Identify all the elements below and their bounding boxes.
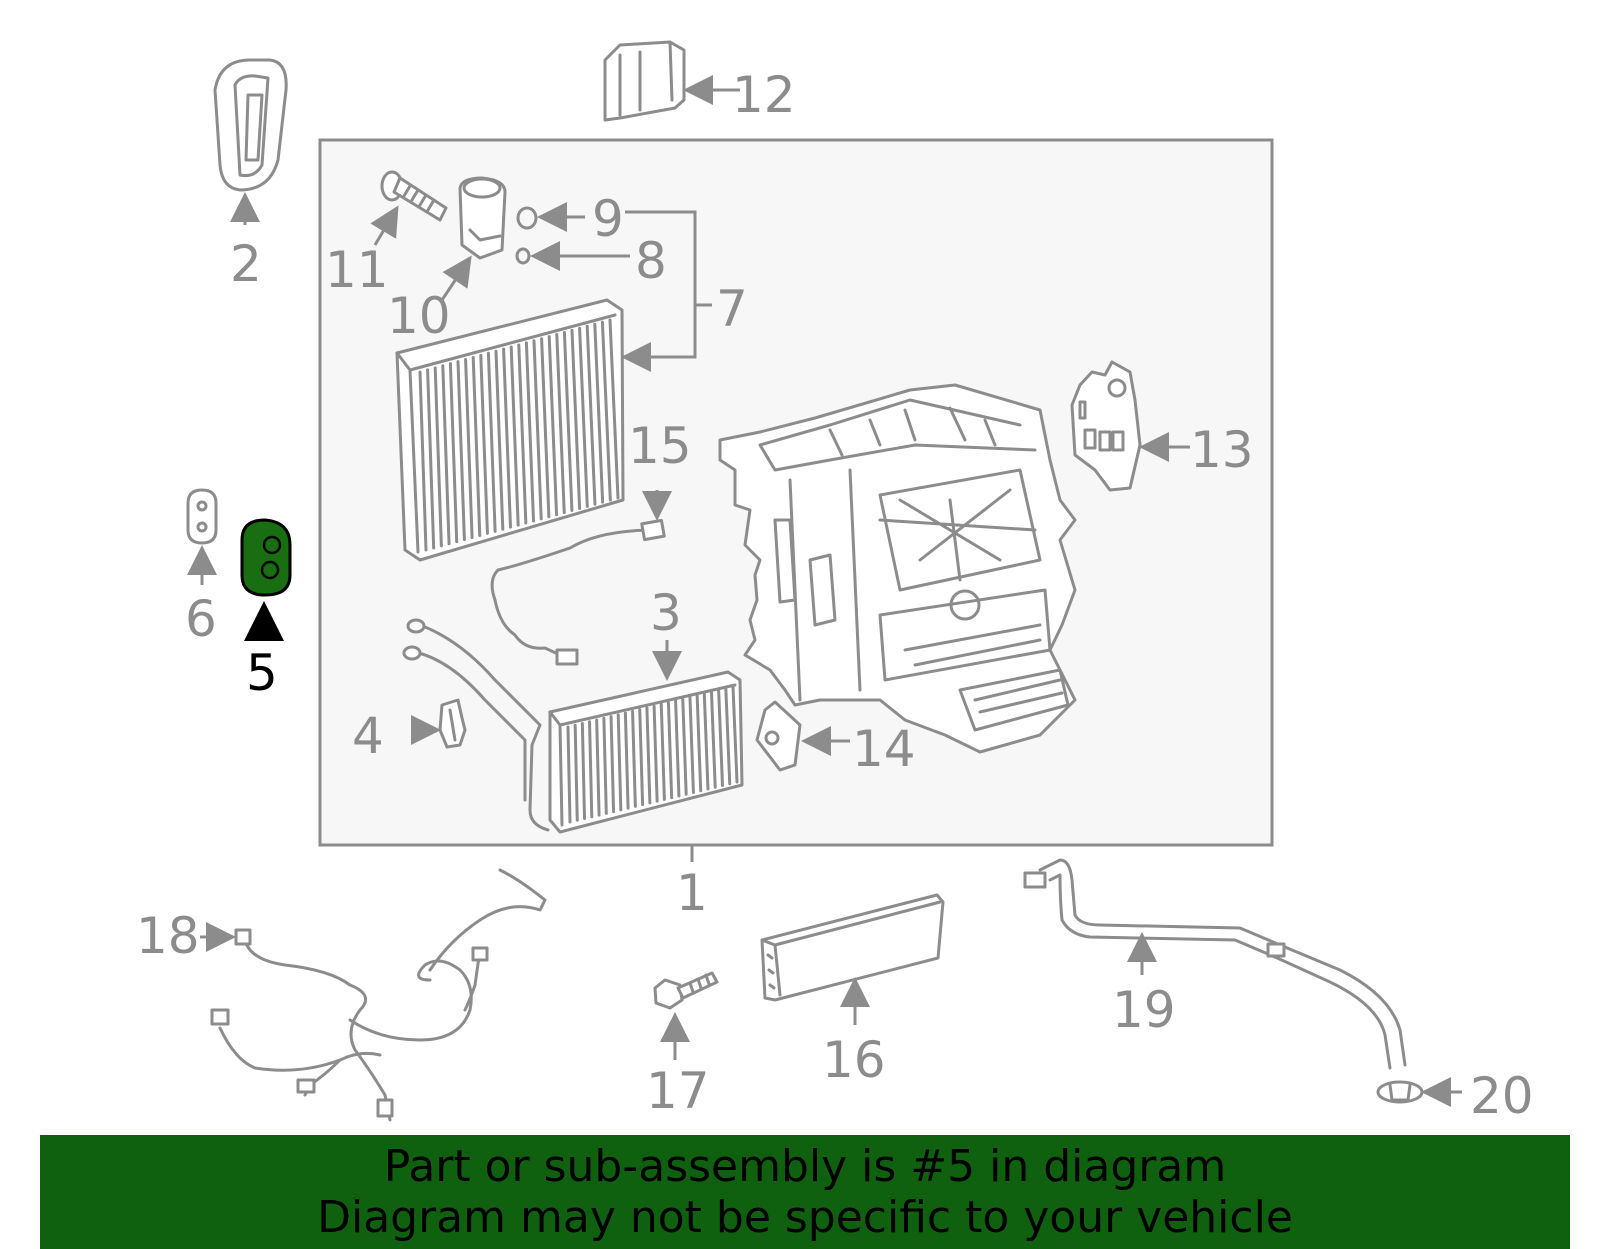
callout-7: 7 <box>716 280 748 338</box>
evaporator-fin <box>547 335 559 517</box>
callout-1: 1 <box>676 864 708 922</box>
seal-5 <box>240 518 292 641</box>
evaporator-fin <box>517 343 528 525</box>
heater-fin <box>609 715 616 814</box>
evaporator-fin <box>600 320 612 502</box>
mount-14 <box>755 700 850 772</box>
evaporator-fin <box>502 347 512 529</box>
bracket-13 <box>1070 360 1190 492</box>
grommet-20 <box>1376 1077 1462 1107</box>
drain-pipe-19 <box>1023 858 1407 1070</box>
evaporator-fin <box>441 364 451 546</box>
heater-fin <box>566 725 572 824</box>
evaporator-fin <box>426 368 436 550</box>
callout-16: 16 <box>822 1031 886 1089</box>
callout-18: 18 <box>136 907 200 965</box>
evaporator-fin <box>562 330 574 512</box>
heater-fin <box>588 720 594 819</box>
evaporator-fin <box>456 360 466 542</box>
heater-fin <box>616 713 623 812</box>
evaporator-fin <box>540 337 551 519</box>
bracket-7 <box>621 210 712 372</box>
heater-fin <box>702 692 710 791</box>
evaporator-fin <box>555 333 566 515</box>
evaporator-fin <box>448 362 459 544</box>
heater-fin <box>645 706 652 805</box>
callout-13: 13 <box>1190 421 1254 479</box>
heater-fin <box>724 687 732 786</box>
heater-fin <box>602 716 608 815</box>
evaporator-fin <box>532 339 543 521</box>
duct-cover-2 <box>213 58 288 225</box>
heater-fin <box>666 701 674 800</box>
callout-4: 4 <box>352 707 384 765</box>
callout-10: 10 <box>387 287 451 345</box>
evaporator-fin <box>486 351 497 533</box>
heater-fin <box>731 685 739 784</box>
heater-fin <box>674 699 681 798</box>
bolt-17 <box>653 971 719 1060</box>
o-ring-8 <box>515 241 630 271</box>
evaporator-fin <box>593 322 605 504</box>
callout-14: 14 <box>852 720 916 778</box>
heater-fin <box>631 709 637 808</box>
heater-fin <box>573 723 579 822</box>
expansion-valve-10 <box>440 176 507 301</box>
clip-4 <box>411 698 467 749</box>
evaporator-fin <box>471 355 482 537</box>
callout-11: 11 <box>325 241 389 299</box>
callout-9: 9 <box>592 190 624 248</box>
heater-fin <box>688 695 695 794</box>
heater-fin <box>681 697 688 796</box>
heater-fin <box>717 688 724 787</box>
callout-5: 5 <box>246 644 278 702</box>
evaporator-fin <box>578 326 589 508</box>
heater-fin <box>623 711 630 810</box>
banner-line-1: Part or sub-assembly is #5 in diagram <box>383 1141 1227 1192</box>
heater-core-3 <box>402 618 744 834</box>
evaporator-fin <box>608 318 620 500</box>
gasket-6 <box>186 488 218 585</box>
callout-19: 19 <box>1112 981 1176 1039</box>
callout-20: 20 <box>1470 1067 1534 1125</box>
info-banner: Part or sub-assembly is #5 in diagram Di… <box>40 1135 1570 1249</box>
evaporator-fin <box>464 358 474 540</box>
evaporator-fin <box>570 328 582 510</box>
heater-fin <box>652 704 659 803</box>
callout-6: 6 <box>185 590 217 648</box>
evaporator-core-7 <box>395 298 625 562</box>
callout-15: 15 <box>628 417 692 475</box>
callout-3: 3 <box>650 584 682 642</box>
control-module-12 <box>603 40 740 122</box>
heater-fin <box>580 722 587 821</box>
callout-12: 12 <box>732 66 796 124</box>
heater-fin <box>595 718 601 817</box>
heater-fin <box>659 702 666 801</box>
callout-2: 2 <box>230 235 262 293</box>
wire-harness-18 <box>200 868 547 1122</box>
heater-fin <box>695 694 703 793</box>
evaporator-fin <box>494 349 505 531</box>
bolt-11 <box>370 170 448 246</box>
hvac-case <box>718 383 1077 754</box>
sensor-wire-15 <box>490 490 672 666</box>
filter-16 <box>760 893 945 1025</box>
evaporator-fin <box>479 353 489 535</box>
evaporator-fin <box>418 370 428 552</box>
evaporator-fin <box>524 341 536 523</box>
heater-fin <box>638 708 645 807</box>
evaporator-fin <box>585 324 597 506</box>
banner-line-2: Diagram may not be specific to your vehi… <box>317 1192 1293 1243</box>
callout-17: 17 <box>646 1062 710 1120</box>
evaporator-fin <box>433 366 443 548</box>
callout-8: 8 <box>635 232 667 290</box>
heater-fin <box>709 690 717 789</box>
evaporator-fin <box>509 345 520 527</box>
o-ring-9 <box>516 202 585 232</box>
